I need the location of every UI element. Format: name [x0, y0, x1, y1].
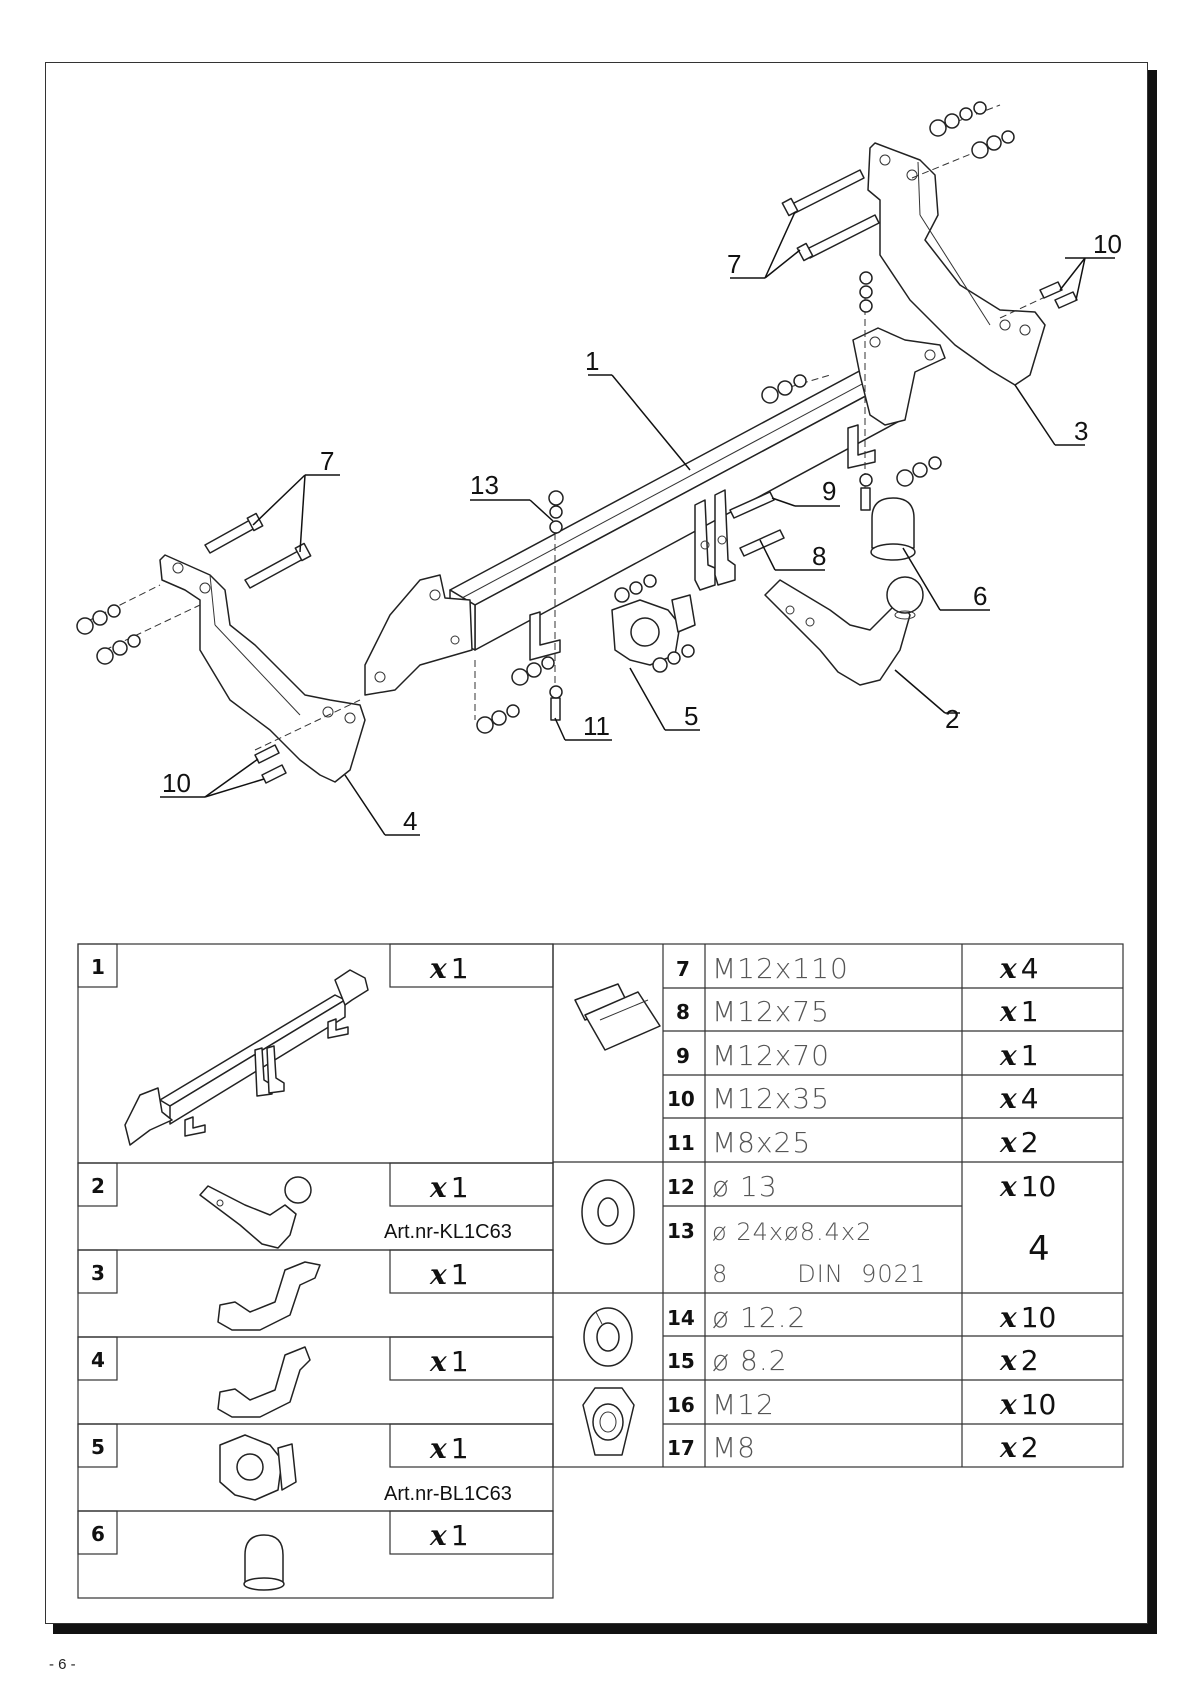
article-number: Art.nr-KL1C63: [384, 1221, 512, 1243]
row-number: 13: [667, 1219, 695, 1243]
leader-lines: [160, 211, 1115, 836]
row-number: 12: [667, 1175, 695, 1199]
fastener-spec: M12x35: [712, 1082, 830, 1115]
callout-10-left: 10: [162, 768, 191, 798]
row-number: 2: [91, 1174, 105, 1198]
right-row-numbers: 7 8 9 10 11 12 13 14 15 16 17: [667, 957, 695, 1460]
left-row-numbers: 1 2 3 4 5 6: [91, 955, 105, 1546]
right-side-arm: [867, 142, 1046, 386]
callout-7-left: 7: [320, 446, 334, 476]
frame-shadow-bottom: [53, 1624, 1157, 1634]
crossbar: [364, 327, 946, 696]
fastener-spec-line2: 8 DIN 9021: [712, 1260, 926, 1288]
fastener-spec: ø 12.2: [712, 1301, 806, 1334]
article-number: Art.nr-BL1C63: [384, 1483, 512, 1505]
row-number: 17: [667, 1436, 695, 1460]
row-number: 10: [667, 1087, 695, 1111]
row-number: 8: [676, 1000, 690, 1024]
callout-7-right: 7: [727, 249, 741, 279]
tow-ball-neck: [764, 576, 924, 686]
left-side-arm: [159, 554, 366, 783]
callout-5: 5: [684, 701, 698, 731]
right-specs: M12x110 M12x75 M12x70 M12x35 M8x25 ø 13 …: [712, 952, 926, 1464]
callout-3: 3: [1074, 416, 1088, 446]
row-number: 9: [676, 1044, 690, 1068]
right-arm-thumbnail: [217, 1261, 321, 1331]
frame-shadow-right: [1148, 70, 1157, 1634]
callout-11: 11: [583, 711, 610, 741]
row-number: 6: [91, 1522, 105, 1546]
fastener-spec: M12x110: [712, 952, 849, 985]
callout-4: 4: [403, 806, 417, 836]
callout-13: 13: [470, 470, 499, 500]
fastener-spec: M12: [712, 1388, 775, 1421]
row-number: 5: [91, 1435, 105, 1459]
washer-thumbnail: [581, 1179, 635, 1245]
callout-1: 1: [585, 346, 599, 376]
row-number: 15: [667, 1349, 695, 1373]
left-arm-thumbnail: [217, 1346, 311, 1418]
ball-cover-thumbnail: [243, 1534, 285, 1591]
callout-8: 8: [812, 541, 826, 571]
parts-table: [77, 943, 1124, 1599]
fastener-spec: M12x70: [712, 1039, 830, 1072]
callout-2: 2: [945, 704, 959, 734]
fastener-spec: M12x75: [712, 995, 830, 1028]
row-number: 16: [667, 1393, 695, 1417]
callout-10-right: 10: [1093, 229, 1122, 259]
bolt-thumbnail: [574, 983, 661, 1051]
spring-washer-thumbnail: [583, 1307, 633, 1367]
quantity: 4: [1028, 1229, 1050, 1269]
row-number: 4: [91, 1348, 105, 1372]
bolts: [204, 169, 1078, 784]
row-number: 1: [91, 955, 105, 979]
fastener-spec: M8: [712, 1431, 756, 1464]
callout-6: 6: [973, 581, 987, 611]
crossbar-thumbnail: [124, 969, 369, 1146]
fastener-spec: ø 13: [712, 1170, 778, 1203]
row-number: 14: [667, 1306, 695, 1330]
nuts-washers: [76, 101, 1015, 734]
tow-ball-thumbnail: [199, 1176, 312, 1249]
row-number: 3: [91, 1261, 105, 1285]
callout-labels: 1 2 3 4 5 6 7 7 8 9 10 10 11 13: [162, 229, 1122, 836]
socket-plate-thumbnail: [219, 1434, 297, 1501]
fastener-spec: ø 24xø8.4x2: [712, 1218, 872, 1246]
callout-9: 9: [822, 476, 836, 506]
socket-plate: [611, 594, 696, 666]
fastener-spec: ø 8.2: [712, 1344, 788, 1377]
row-number: 7: [676, 957, 690, 981]
nut-thumbnail: [582, 1387, 635, 1456]
fastener-spec: M8x25: [712, 1126, 811, 1159]
row-number: 11: [667, 1131, 695, 1155]
ball-cover: [870, 497, 916, 561]
page-number: - 6 -: [49, 1656, 76, 1673]
